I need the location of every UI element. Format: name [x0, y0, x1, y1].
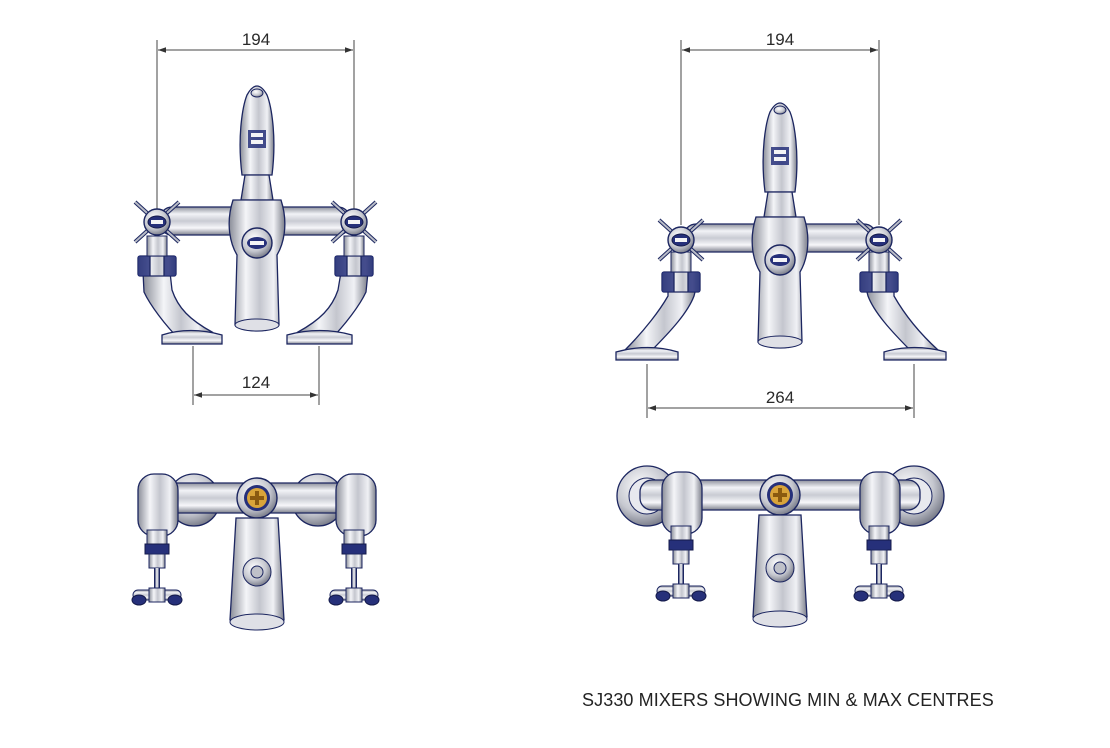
max-centres-top-view: [616, 465, 945, 628]
max-centres-front-view: [615, 40, 947, 418]
drawing-caption: SJ330 MIXERS SHOWING MIN & MAX CENTRES: [582, 690, 994, 710]
dimension-max-bottom: 264: [766, 388, 794, 407]
min-centres-top-view: [132, 473, 379, 631]
dimension-min-top: 194: [242, 30, 270, 49]
min-centres-front-view: [133, 40, 378, 405]
dimension-min-bottom: 124: [242, 373, 270, 392]
dimension-max-top: 194: [766, 30, 794, 49]
